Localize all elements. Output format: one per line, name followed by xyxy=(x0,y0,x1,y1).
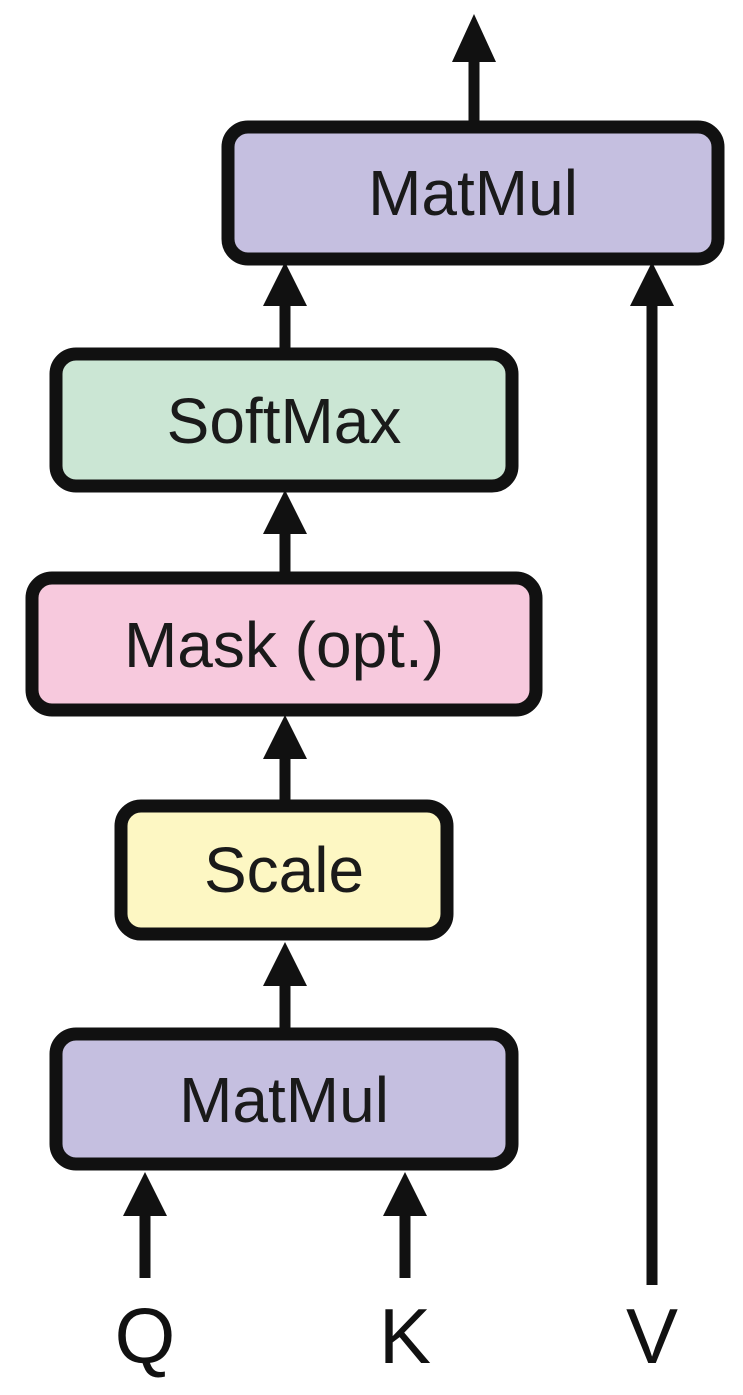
input-label-k: K xyxy=(379,1292,431,1380)
arrow-k-to-matmul-bottom xyxy=(383,1172,427,1278)
input-label-q: Q xyxy=(115,1292,176,1380)
arrow-output-head xyxy=(452,14,496,62)
input-label-v: V xyxy=(626,1292,678,1380)
arrow-output xyxy=(452,14,496,122)
block-matmul-bottom-box xyxy=(49,1027,519,1171)
arrow-softmax-to-matmul-top-head xyxy=(263,262,307,306)
block-scale-box xyxy=(114,799,454,941)
block-softmax-box xyxy=(49,347,519,493)
block-scale-label: Scale xyxy=(204,834,364,906)
block-matmul-top-label: MatMul xyxy=(368,157,578,229)
arrow-mask-to-softmax xyxy=(263,490,307,574)
arrow-matmul-bottom-to-scale xyxy=(263,942,307,1030)
block-softmax: SoftMax xyxy=(49,347,519,493)
arrow-v-head xyxy=(630,262,674,306)
block-scale: Scale xyxy=(114,799,454,941)
arrow-matmul-bottom-to-scale-head xyxy=(263,942,307,986)
block-mask-label: Mask (opt.) xyxy=(124,609,444,681)
arrow-scale-to-mask xyxy=(263,715,307,802)
arrow-softmax-to-matmul-top xyxy=(263,262,307,349)
block-matmul-top: MatMul xyxy=(221,120,725,266)
block-mask-box xyxy=(25,571,543,717)
arrow-mask-to-softmax-head xyxy=(263,490,307,534)
arrow-k-head xyxy=(383,1172,427,1216)
arrow-scale-to-mask-head xyxy=(263,715,307,759)
block-matmul-bottom-label: MatMul xyxy=(179,1064,389,1136)
block-softmax-label: SoftMax xyxy=(167,385,402,457)
block-matmul-bottom: MatMul xyxy=(49,1027,519,1171)
arrow-q-to-matmul-bottom xyxy=(123,1172,167,1278)
block-matmul-top-box xyxy=(221,120,725,266)
block-mask: Mask (opt.) xyxy=(25,571,543,717)
arrow-v-to-matmul-top xyxy=(630,262,674,1285)
arrow-q-head xyxy=(123,1172,167,1216)
